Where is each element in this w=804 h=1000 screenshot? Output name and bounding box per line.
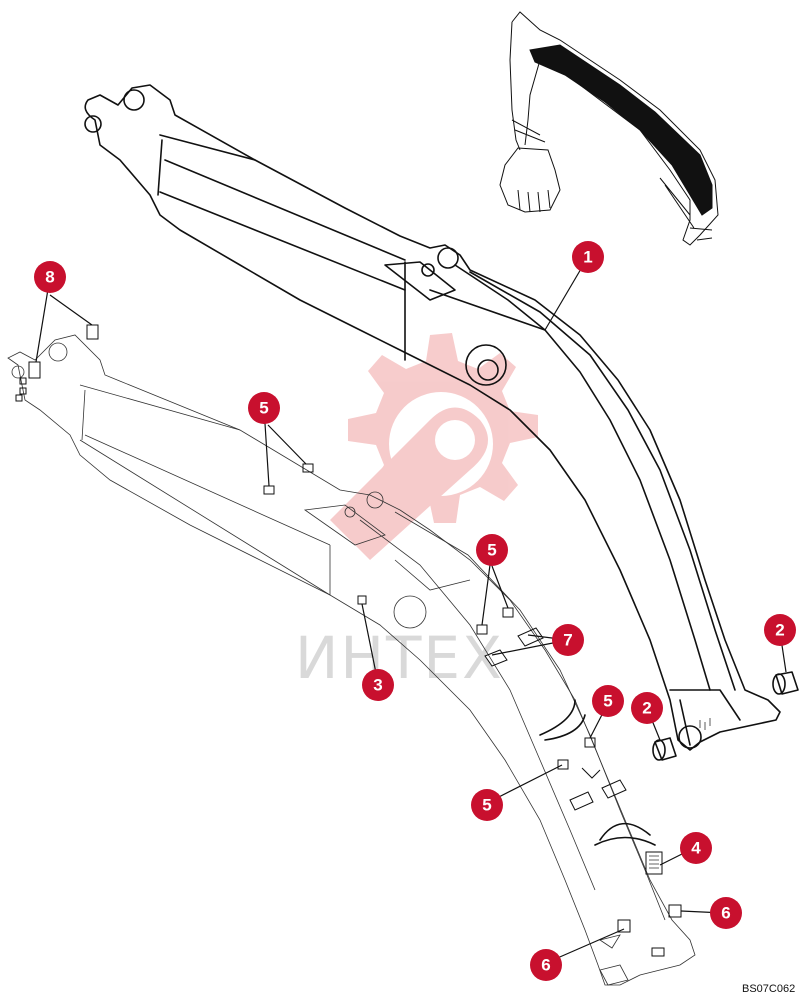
callout-leaders xyxy=(35,256,787,964)
callout-badge-4[interactable]: 4 xyxy=(680,832,712,864)
callout-label: 7 xyxy=(563,631,572,650)
callout-badge-5-d[interactable]: 5 xyxy=(471,789,503,821)
callout-label: 5 xyxy=(487,541,496,560)
callout-label: 6 xyxy=(721,904,730,923)
boom-front xyxy=(84,84,781,751)
callout-badges: 1 2 2 3 4 5 5 5 xyxy=(34,241,796,981)
watermark-text: ИНТЕХ xyxy=(295,624,504,692)
bushing-left xyxy=(652,737,677,761)
boom-rear xyxy=(7,334,696,986)
callout-badge-2-left[interactable]: 2 xyxy=(631,692,663,724)
callout-badge-3[interactable]: 3 xyxy=(362,669,394,701)
plate-group-7 xyxy=(484,627,627,811)
callout-badge-7[interactable]: 7 xyxy=(552,624,584,656)
callout-badge-6-left[interactable]: 6 xyxy=(530,949,562,981)
callout-label: 2 xyxy=(642,699,651,718)
callout-label: 6 xyxy=(541,956,550,975)
callout-label: 1 xyxy=(583,248,592,267)
callout-badge-5-c[interactable]: 5 xyxy=(592,685,624,717)
callout-label: 8 xyxy=(45,268,54,287)
callout-badge-6-right[interactable]: 6 xyxy=(710,897,742,929)
callout-label: 4 xyxy=(691,839,701,858)
callout-badge-1[interactable]: 1 xyxy=(572,241,604,273)
callout-badge-8[interactable]: 8 xyxy=(34,261,66,293)
callout-label: 5 xyxy=(259,399,268,418)
shim-part-3 xyxy=(357,595,367,605)
wear-pad-group-5 xyxy=(263,463,596,770)
callout-label: 5 xyxy=(603,692,612,711)
drawing-code: BS07C062 xyxy=(742,983,795,995)
bolt-strip-part-4 xyxy=(645,851,663,875)
excavator-inset xyxy=(499,11,719,246)
block-group-6 xyxy=(617,904,682,957)
wear-pad-group-8 xyxy=(15,324,99,402)
callout-label: 2 xyxy=(775,621,784,640)
watermark-wrench-head xyxy=(435,420,475,460)
callout-label: 5 xyxy=(482,796,491,815)
callout-badge-5-a[interactable]: 5 xyxy=(248,392,280,424)
bushing-right xyxy=(772,671,799,695)
callout-badge-5-b[interactable]: 5 xyxy=(476,534,508,566)
callout-badge-2-right[interactable]: 2 xyxy=(764,614,796,646)
callout-label: 3 xyxy=(373,676,382,695)
